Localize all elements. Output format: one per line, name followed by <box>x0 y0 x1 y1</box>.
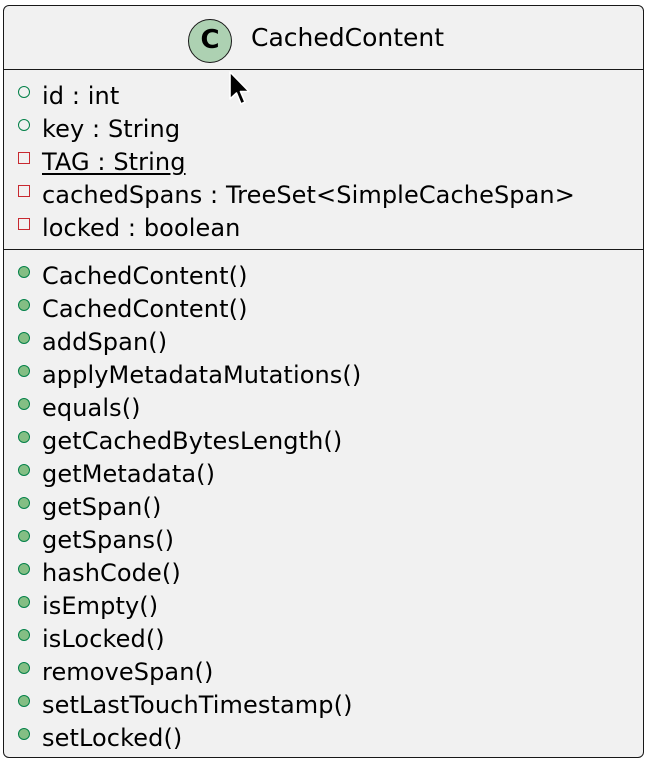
public-method-icon <box>18 530 30 542</box>
public-method-icon <box>18 629 30 641</box>
private-field-icon <box>18 218 30 230</box>
method-text: isLocked() <box>42 625 165 653</box>
public-method-icon <box>18 332 30 344</box>
public-method-icon <box>18 365 30 377</box>
method-text: CachedContent() <box>42 295 248 323</box>
method-text: getMetadata() <box>42 460 216 488</box>
public-field-icon <box>18 86 30 98</box>
method-text: hashCode() <box>42 559 181 587</box>
public-method-icon <box>18 398 30 410</box>
field-text: locked : boolean <box>42 214 241 242</box>
class-name: CachedContent <box>251 23 445 52</box>
public-method-icon <box>18 266 30 278</box>
field-text: key : String <box>42 115 181 143</box>
class-icon-letter: C <box>200 25 220 55</box>
method-text: getSpans() <box>42 526 175 554</box>
field-text: id : int <box>42 82 120 110</box>
class-circle-icon: C <box>188 19 232 63</box>
class-header: C CachedContent <box>4 6 643 70</box>
method-text: setLastTouchTimestamp() <box>42 691 353 719</box>
method-text: getCachedBytesLength() <box>42 427 343 455</box>
field-text: TAG : String <box>42 148 186 176</box>
public-method-icon <box>18 662 30 674</box>
public-method-icon <box>18 464 30 476</box>
method-text: setLocked() <box>42 724 183 752</box>
public-field-icon <box>18 119 30 131</box>
public-method-icon <box>18 563 30 575</box>
method-text: equals() <box>42 394 141 422</box>
method-text: addSpan() <box>42 328 168 356</box>
divider-methods <box>4 249 643 250</box>
public-method-icon <box>18 728 30 740</box>
public-method-icon <box>18 431 30 443</box>
method-text: removeSpan() <box>42 658 214 686</box>
private-field-icon <box>18 185 30 197</box>
public-method-icon <box>18 497 30 509</box>
mouse-pointer-icon <box>229 71 250 105</box>
private-field-icon <box>18 152 30 164</box>
public-method-icon <box>18 299 30 311</box>
method-text: CachedContent() <box>42 262 248 290</box>
method-text: getSpan() <box>42 493 162 521</box>
class-box[interactable]: C CachedContent id : int key : String TA… <box>3 5 644 758</box>
field-text: cachedSpans : TreeSet<SimpleCacheSpan> <box>42 181 575 209</box>
public-method-icon <box>18 596 30 608</box>
method-text: applyMetadataMutations() <box>42 361 362 389</box>
public-method-icon <box>18 695 30 707</box>
divider-fields <box>4 69 643 70</box>
method-text: isEmpty() <box>42 592 159 620</box>
